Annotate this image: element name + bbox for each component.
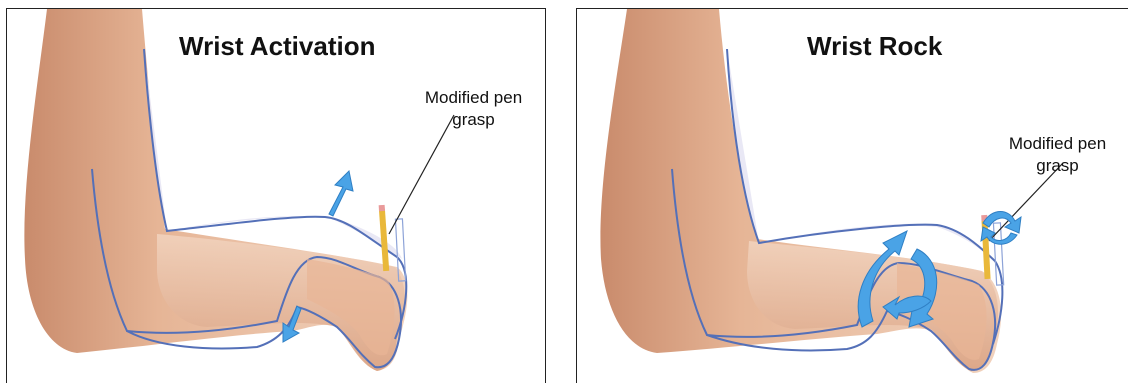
panel-title: Wrist Rock (807, 31, 942, 62)
panel-wrist-rock: Wrist Rock Modified pen grasp (576, 8, 1128, 383)
pointer-line (389, 115, 454, 234)
annotation-line-1: Modified pen (995, 133, 1120, 155)
ghost-position-fill (727, 49, 997, 265)
panel-wrist-activation: Wrist Activation Modified pen grasp (6, 8, 546, 383)
wrist-activation-illustration (7, 9, 546, 383)
annotation-label: Modified pen grasp (411, 87, 536, 131)
annotation-label: Modified pen grasp (995, 133, 1120, 177)
annotation-line-2: grasp (995, 155, 1120, 177)
panel-title: Wrist Activation (179, 31, 375, 62)
annotation-line-1: Modified pen (411, 87, 536, 109)
ghost-position-fill (144, 49, 402, 259)
ghost-pencil (993, 223, 1003, 285)
annotation-line-2: grasp (411, 109, 536, 131)
up-arrow-icon (329, 171, 353, 216)
wrist-rock-illustration (577, 9, 1128, 383)
